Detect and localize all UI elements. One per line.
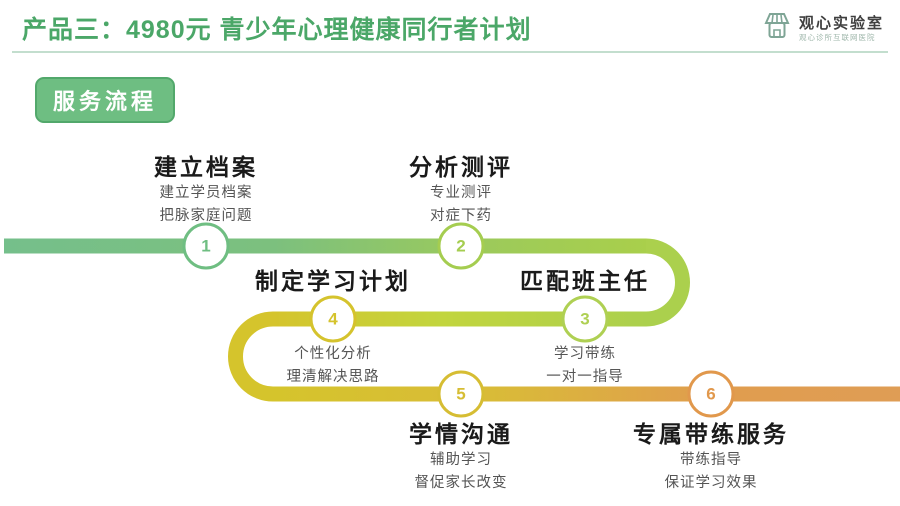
step-subtitle: 督促家长改变 xyxy=(414,475,508,491)
awning-house-icon xyxy=(761,11,793,46)
step-subtitle: 专业测评 xyxy=(430,185,492,201)
step-node-4: 4 xyxy=(309,295,357,343)
step-node-1: 1 xyxy=(182,222,230,270)
logo-subtitle: 观心诊所互联网医院 xyxy=(798,32,876,42)
step-subtitle: 一对一指导 xyxy=(546,369,624,385)
step-block-1: 建立档案 建立学员档案 把脉家庭问题 xyxy=(154,152,258,228)
flow-turn-right xyxy=(645,238,690,327)
step-subs-4: 个性化分析 理清解决思路 xyxy=(287,338,380,389)
step-title: 专属带练服务 xyxy=(633,421,789,447)
step-block-2: 分析测评 专业测评 对症下药 xyxy=(409,152,513,228)
step-number: 6 xyxy=(706,384,716,403)
step-subtitle: 带练指导 xyxy=(680,452,742,468)
step-subtitle: 个性化分析 xyxy=(294,346,372,362)
step-title: 分析测评 xyxy=(409,154,513,180)
step-subtitle: 理清解决思路 xyxy=(286,369,380,385)
step-title-3: 匹配班主任 xyxy=(520,266,650,296)
step-subtitle: 对症下药 xyxy=(430,208,492,224)
step-title: 制定学习计划 xyxy=(255,268,411,294)
step-node-3: 3 xyxy=(561,295,609,343)
step-node-5: 5 xyxy=(437,370,485,418)
step-node-6: 6 xyxy=(687,370,735,418)
header-divider xyxy=(12,51,888,53)
step-title: 建立档案 xyxy=(154,154,258,180)
step-subtitle: 建立学员档案 xyxy=(159,185,253,201)
section-badge: 服务流程 xyxy=(35,77,176,123)
logo-name: 观心实验室 xyxy=(798,14,884,32)
step-number: 2 xyxy=(456,236,466,255)
step-number: 5 xyxy=(456,384,466,403)
step-subtitle: 学习带练 xyxy=(554,346,616,362)
step-subtitle: 把脉家庭问题 xyxy=(159,208,253,224)
logo: 观心实验室 观心诊所互联网医院 xyxy=(761,11,884,46)
step-block-5: 学情沟通 辅助学习 督促家长改变 xyxy=(409,419,513,495)
step-title: 匹配班主任 xyxy=(520,268,650,294)
flow-turn-left xyxy=(228,311,274,402)
step-number: 3 xyxy=(580,309,590,328)
step-subtitle: 辅助学习 xyxy=(430,452,492,468)
step-block-6: 专属带练服务 带练指导 保证学习效果 xyxy=(633,419,789,495)
step-subs-3: 学习带练 一对一指导 xyxy=(546,338,624,389)
step-title: 学情沟通 xyxy=(409,421,513,447)
page-title: 产品三：4980元 青少年心理健康同行者计划 xyxy=(22,16,532,44)
step-title-4: 制定学习计划 xyxy=(255,266,411,296)
step-subtitle: 保证学习效果 xyxy=(664,475,758,491)
step-number: 4 xyxy=(328,309,338,328)
step-number: 1 xyxy=(201,236,211,255)
step-node-2: 2 xyxy=(437,222,485,270)
logo-text: 观心实验室 观心诊所互联网医院 xyxy=(799,15,884,43)
